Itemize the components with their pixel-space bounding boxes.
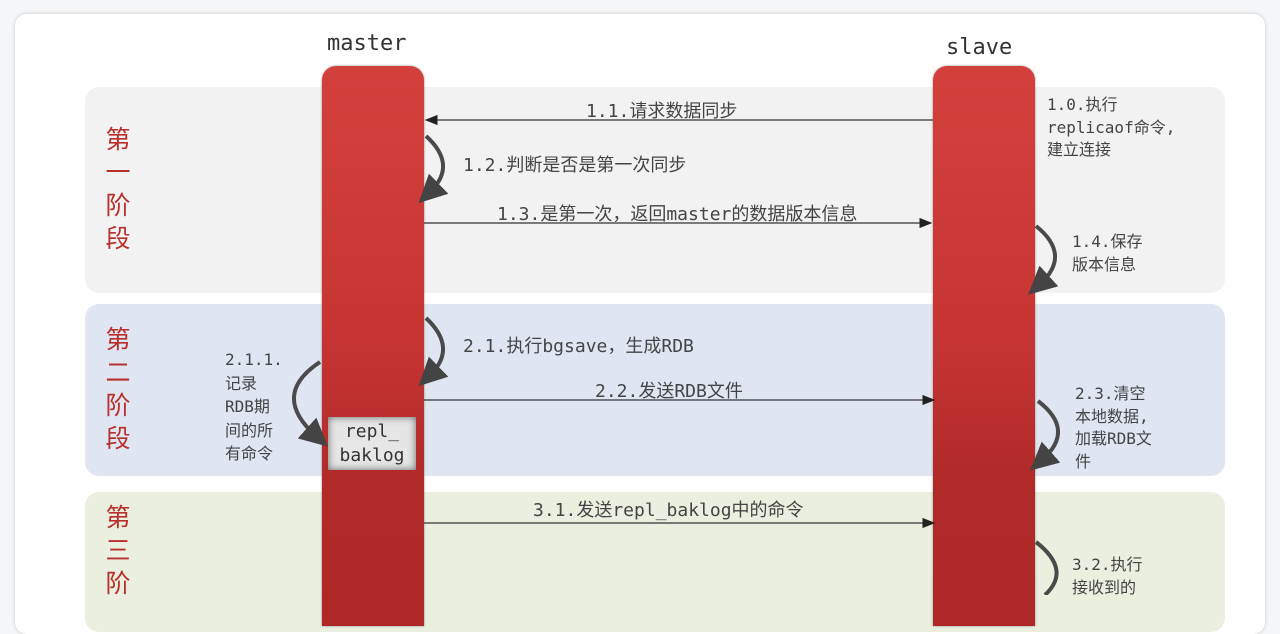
- phase-char: 第: [105, 125, 131, 154]
- buffer-line: baklog: [339, 445, 405, 466]
- phase-1-label: 第一阶段: [103, 123, 133, 255]
- note-3-2: 3.2.执行接收到的: [1072, 554, 1143, 599]
- phase-char: 阶: [105, 391, 131, 420]
- note-line: 2.1.1.: [225, 350, 283, 369]
- note-line: 3.2.执行: [1072, 555, 1143, 574]
- arrows-layer: [292, 114, 1061, 595]
- label-2-2: 2.2.发送RDB文件: [595, 381, 743, 402]
- arrow-2-1-1: [292, 360, 328, 447]
- slave-title: slave: [946, 35, 1013, 60]
- phase-char: 第: [105, 503, 131, 532]
- note-line: 1.0.执行: [1047, 95, 1118, 114]
- note-line: 加载RDB文: [1075, 429, 1152, 448]
- note-line: 件: [1075, 451, 1092, 471]
- note-2-3: 2.3.清空本地数据, 加载RDB文件: [1075, 383, 1152, 473]
- phase-char: 段: [105, 424, 131, 453]
- self-arrow-2-3: [1030, 399, 1061, 471]
- phase-3-label: 第三阶: [103, 501, 133, 600]
- note-line: 建立连接: [1047, 140, 1112, 159]
- note-1-0: 1.0.执行 replicaof命令, 建立连接: [1047, 94, 1175, 162]
- phase-char: 二: [105, 358, 131, 387]
- phase-char: 一: [105, 158, 131, 187]
- label-2-1: 2.1.执行bgsave，生成RDB: [463, 336, 694, 357]
- master-title: master: [327, 31, 407, 56]
- label-3-1: 3.1.发送repl_baklog中的命令: [533, 500, 804, 521]
- note-line: 有命令: [225, 444, 274, 463]
- self-arrow-3-2: [1034, 540, 1059, 595]
- note-line: 接收到的: [1072, 577, 1137, 597]
- note-1-4: 1.4.保存版本信息: [1072, 231, 1143, 276]
- label-1-2: 1.2.判断是否是第一次同步: [463, 155, 687, 176]
- label-1-1: 1.1.请求数据同步: [586, 101, 738, 122]
- master-lifeline: [322, 66, 424, 626]
- phase-char: 第: [105, 325, 131, 354]
- phase-char: 三: [105, 536, 131, 565]
- note-line: 2.3.清空: [1075, 384, 1146, 403]
- label-1-3: 1.3.是第一次，返回master的数据版本信息: [497, 204, 858, 225]
- note-line: 间的所: [225, 420, 274, 440]
- note-line: 本地数据,: [1075, 406, 1149, 426]
- slave-lifeline: [933, 66, 1035, 626]
- note-line: RDB期: [225, 397, 270, 416]
- note-line: 1.4.保存: [1072, 232, 1143, 251]
- phase-char: 段: [105, 224, 131, 253]
- self-arrow-2-1: [418, 316, 449, 387]
- note-line: 版本信息: [1072, 254, 1137, 274]
- buffer-line: repl_: [344, 421, 400, 442]
- self-arrow-1-4: [1028, 224, 1059, 295]
- phase-char: 阶: [105, 191, 131, 220]
- self-arrow-1-2: [418, 134, 449, 204]
- phase-char: 阶: [105, 569, 131, 598]
- repl-baklog-buffer: repl_baklog: [328, 417, 416, 470]
- note-line: 记录: [225, 373, 258, 393]
- note-2-1-1: 2.1.1. 记录 RDB期间的所有命令: [225, 348, 283, 466]
- phase-1-band: [85, 87, 1225, 293]
- phase-2-label: 第二阶段: [103, 323, 133, 455]
- note-line: replicaof命令,: [1047, 117, 1176, 137]
